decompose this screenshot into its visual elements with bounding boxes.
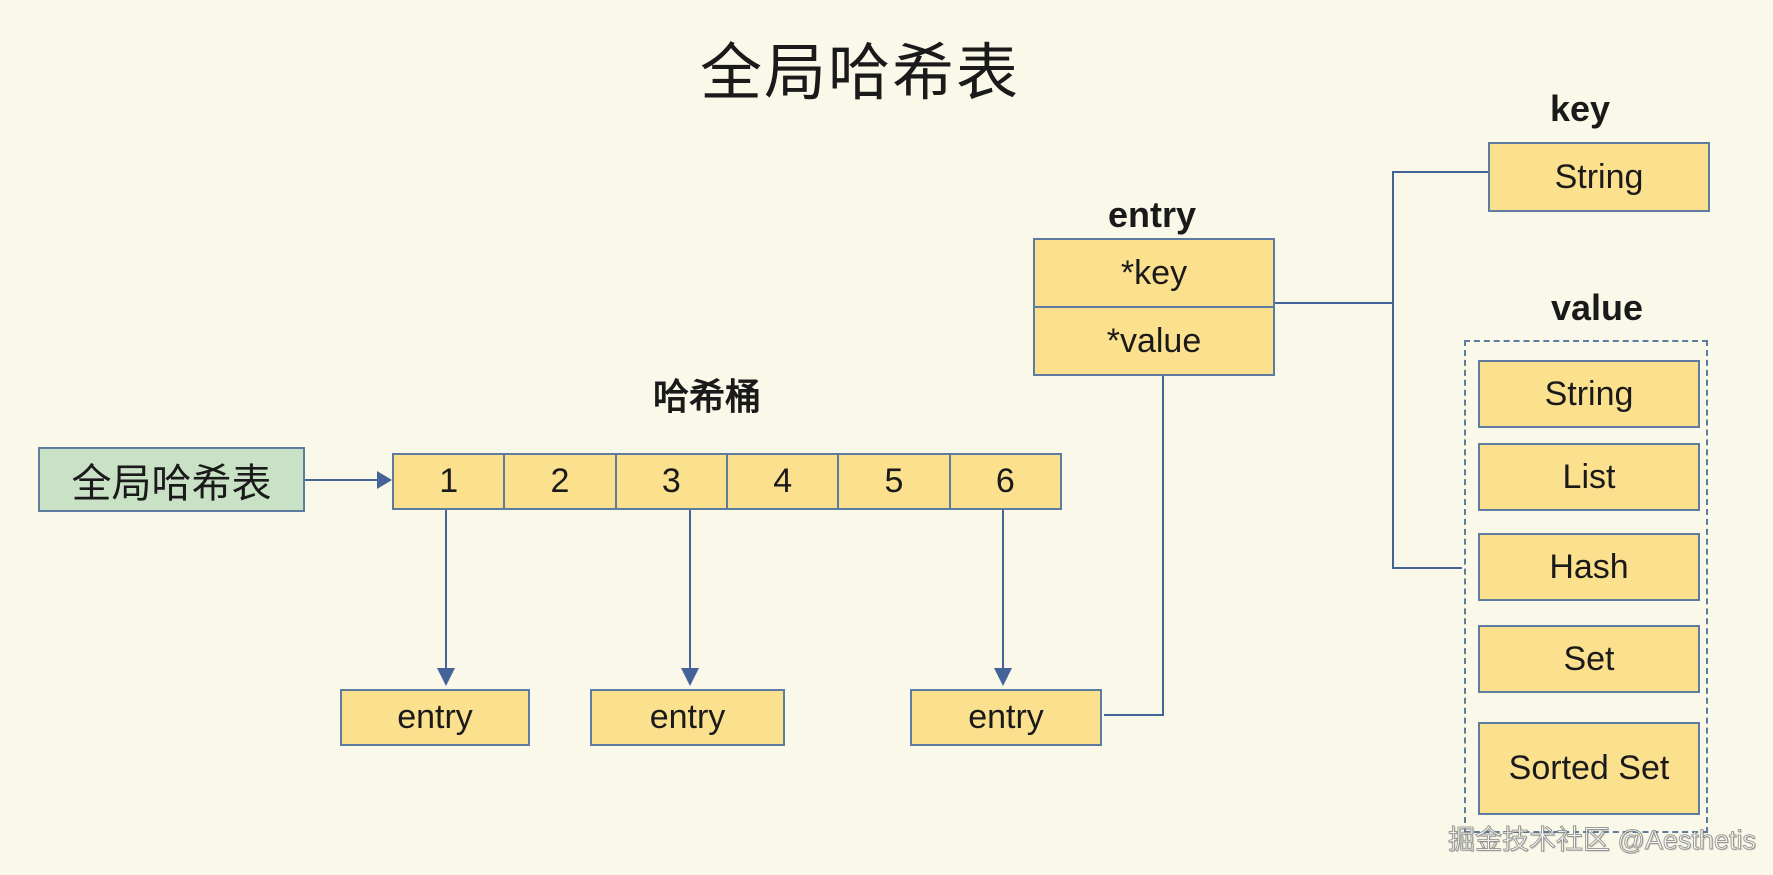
key-type-box-string: String: [1488, 142, 1710, 212]
connector-value-to-entry3: [1104, 376, 1164, 716]
value-types-container: [1464, 340, 1708, 833]
bucket-cell-3: 3: [614, 455, 726, 508]
arrowhead-right-icon: [377, 471, 392, 489]
entry-node-2: entry: [590, 689, 785, 746]
global-hash-table-box: 全局哈希表: [38, 447, 305, 512]
bucket-cell-4: 4: [725, 455, 837, 508]
hash-bucket-label: 哈希桶: [652, 376, 761, 417]
global-hash-table-label: 全局哈希表: [71, 461, 272, 506]
connector-bracket-key-value: [1392, 171, 1488, 569]
value-type-box-hash: Hash: [1478, 533, 1700, 601]
entry-node-3: entry: [910, 689, 1102, 746]
value-type-box-list: List: [1478, 443, 1700, 511]
hash-bucket-row: 1 2 3 4 5 6: [392, 453, 1062, 510]
key-section-label: key: [1549, 88, 1611, 129]
entry-value-field: *value: [1035, 306, 1273, 374]
value-section-label: value: [1550, 287, 1644, 328]
entry-struct-label: entry: [1107, 194, 1197, 235]
page-title: 全局哈希表: [699, 39, 1020, 108]
value-type-box-sorted-set: Sorted Set: [1478, 722, 1700, 815]
entry-node-1: entry: [340, 689, 530, 746]
bucket-cell-1: 1: [439, 462, 459, 500]
entry-struct-box: *key *value: [1033, 238, 1275, 376]
bucket-cell-2: 2: [503, 455, 614, 508]
value-type-box-set: Set: [1478, 625, 1700, 693]
watermark: 掘金技术社区 @Aesthetis: [1448, 825, 1757, 856]
value-type-box-string: String: [1478, 360, 1700, 428]
arrowhead-down-icon: [681, 668, 699, 686]
arrowhead-down-icon: [437, 668, 455, 686]
bucket-cell-5: 5: [837, 455, 948, 508]
bucket-cell-6: 6: [948, 455, 1060, 508]
entry-key-field: *key: [1120, 253, 1188, 292]
arrowhead-down-icon: [994, 668, 1012, 686]
